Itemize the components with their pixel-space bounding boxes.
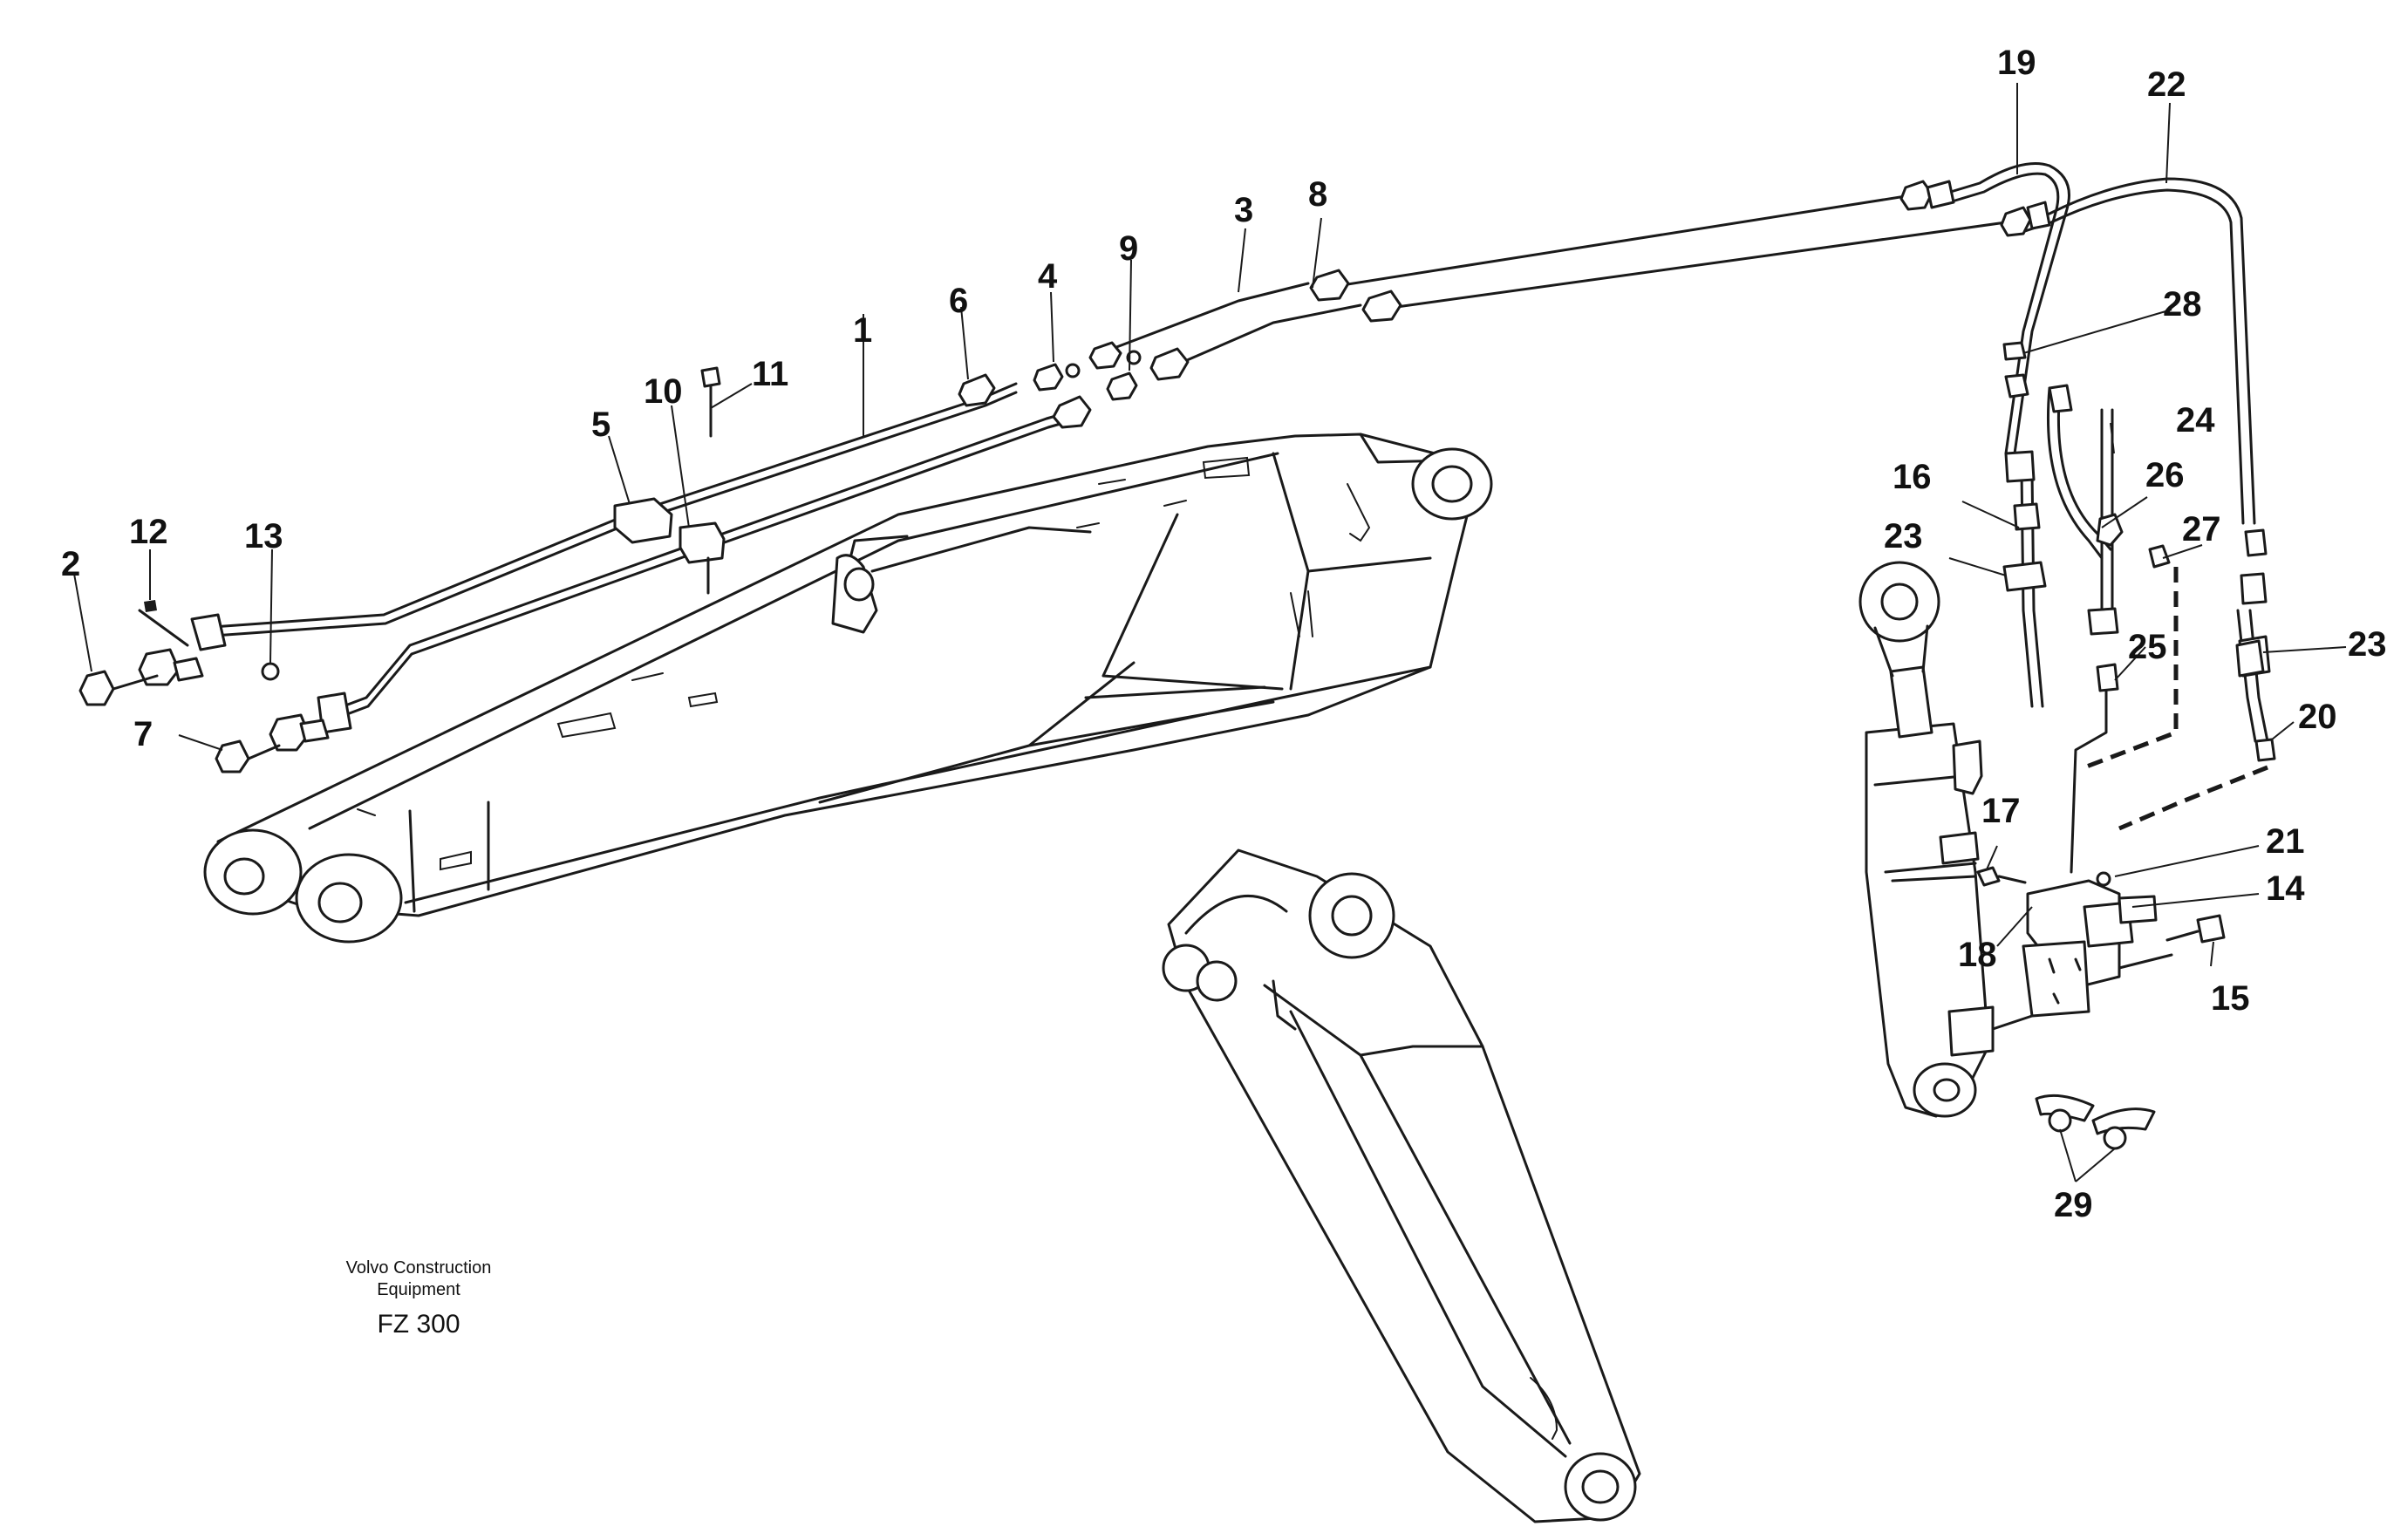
label-part-13: 13 <box>244 517 283 555</box>
label-part-8: 8 <box>1308 175 1327 214</box>
label-part-26: 26 <box>2145 456 2185 494</box>
fittings <box>78 180 2276 1150</box>
label-part-9: 9 <box>1119 229 1138 268</box>
dipper-arm <box>1162 848 1641 1523</box>
label-part-25: 25 <box>2128 628 2167 666</box>
label-part-18: 18 <box>1958 936 1997 974</box>
pipe-lines <box>199 162 2269 874</box>
label-part-28: 28 <box>2163 285 2202 324</box>
caption-line-1: Volvo Construction <box>346 1258 492 1278</box>
label-part-6: 6 <box>949 282 968 320</box>
figure-code: FZ 300 <box>377 1310 460 1339</box>
label-part-1: 1 <box>853 311 872 350</box>
label-part-11: 11 <box>752 355 788 393</box>
label-part-15: 15 <box>2211 979 2250 1018</box>
label-part-24: 24 <box>2176 401 2215 440</box>
caption: Volvo Construction Equipment FZ 300 <box>346 1258 492 1339</box>
label-part-2: 2 <box>61 545 80 583</box>
label-part-23-left: 23 <box>1884 517 1923 555</box>
label-part-12: 12 <box>129 513 168 551</box>
boom <box>203 433 1493 944</box>
label-part-4: 4 <box>1038 257 1058 296</box>
label-part-27: 27 <box>2182 510 2221 549</box>
label-part-29: 29 <box>2054 1186 2093 1224</box>
label-part-19: 19 <box>1997 44 2036 82</box>
label-part-14: 14 <box>2266 869 2305 908</box>
caption-line-2: Equipment <box>377 1280 460 1299</box>
label-part-10: 10 <box>644 372 683 411</box>
label-part-7: 7 <box>133 715 153 753</box>
label-part-20: 20 <box>2298 698 2337 736</box>
label-part-5: 5 <box>591 405 610 444</box>
label-part-16: 16 <box>1893 458 1932 496</box>
label-part-3: 3 <box>1234 191 1253 229</box>
label-part-17: 17 <box>1981 792 2021 830</box>
label-part-21: 21 <box>2266 822 2305 861</box>
part-labels: 1 2 3 4 5 6 7 8 9 10 11 12 13 14 15 16 1… <box>61 44 2387 1224</box>
label-part-23-right: 23 <box>2348 625 2387 664</box>
leader-lines <box>73 83 2347 1182</box>
label-part-22: 22 <box>2147 65 2186 104</box>
